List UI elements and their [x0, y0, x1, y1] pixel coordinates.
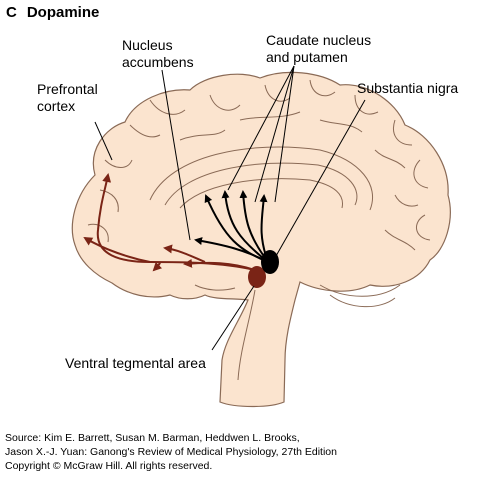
- prefrontal-cortex-label: Prefrontal cortex: [37, 81, 98, 115]
- caudate-putamen-line-2: and putamen: [266, 49, 348, 65]
- ventral-tegmental-nucleus: [248, 266, 266, 288]
- prefrontal-cortex-line-2: cortex: [37, 98, 76, 114]
- figure-title: Dopamine: [26, 4, 100, 21]
- mesocortical-pathway: [83, 173, 256, 272]
- nucleus-accumbens-line-1: Nucleus: [122, 37, 173, 53]
- source-line-2: Jason X.-J. Yuan: Ganong's Review of Med…: [5, 446, 337, 458]
- substantia-nigra-nucleus: [261, 250, 279, 274]
- prefrontal-cortex-line-1: Prefrontal: [37, 81, 98, 97]
- source-line-3: Copyright © McGraw Hill. All rights rese…: [5, 460, 213, 472]
- brain-sulci: [87, 79, 431, 381]
- figure-letter: C: [6, 4, 17, 21]
- leader-lines: [94, 65, 366, 351]
- nucleus-accumbens-line-2: accumbens: [122, 54, 194, 70]
- ventral-tegmental-area-label: Ventral tegmental area: [65, 355, 206, 371]
- nucleus-accumbens-label: Nucleus accumbens: [122, 37, 194, 71]
- caudate-putamen-label: Caudate nucleus and putamen: [266, 32, 371, 66]
- source-line-1: Source: Kim E. Barrett, Susan M. Barman,…: [5, 432, 300, 444]
- figure-label: C Dopamine: [6, 4, 99, 21]
- substantia-nigra-label: Substantia nigra: [357, 80, 459, 96]
- source-citation: Source: Kim E. Barrett, Susan M. Barman,…: [5, 431, 337, 473]
- caudate-putamen-line-1: Caudate nucleus: [266, 32, 372, 48]
